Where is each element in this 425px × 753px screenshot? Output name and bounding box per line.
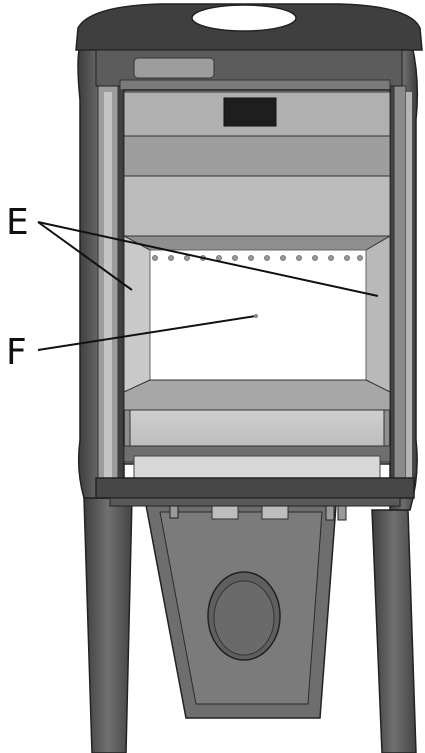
- left-leg: [83, 497, 133, 753]
- callout-lines: [37, 221, 379, 351]
- bottom-frame: [95, 477, 415, 507]
- callout-label-e: E: [6, 202, 29, 243]
- stove-legs: [83, 497, 417, 753]
- callout-line-e-left: [37, 221, 133, 291]
- air-holes: [152, 255, 363, 261]
- stove-top: [75, 3, 423, 91]
- firebox: [123, 89, 391, 479]
- right-side-liner: [365, 235, 391, 393]
- ash-pan: [145, 504, 347, 719]
- left-side-liner: [123, 235, 151, 393]
- callout-f-target: [254, 314, 258, 318]
- callout-line-f: [37, 315, 257, 351]
- callout-line-e-right: [37, 221, 379, 297]
- flue-opening: [191, 4, 297, 32]
- right-leg: [371, 509, 417, 753]
- callout-label-f: F: [6, 332, 27, 373]
- stove-body: [77, 44, 419, 511]
- back-plate: [149, 249, 367, 381]
- baffle-slot: [223, 97, 277, 127]
